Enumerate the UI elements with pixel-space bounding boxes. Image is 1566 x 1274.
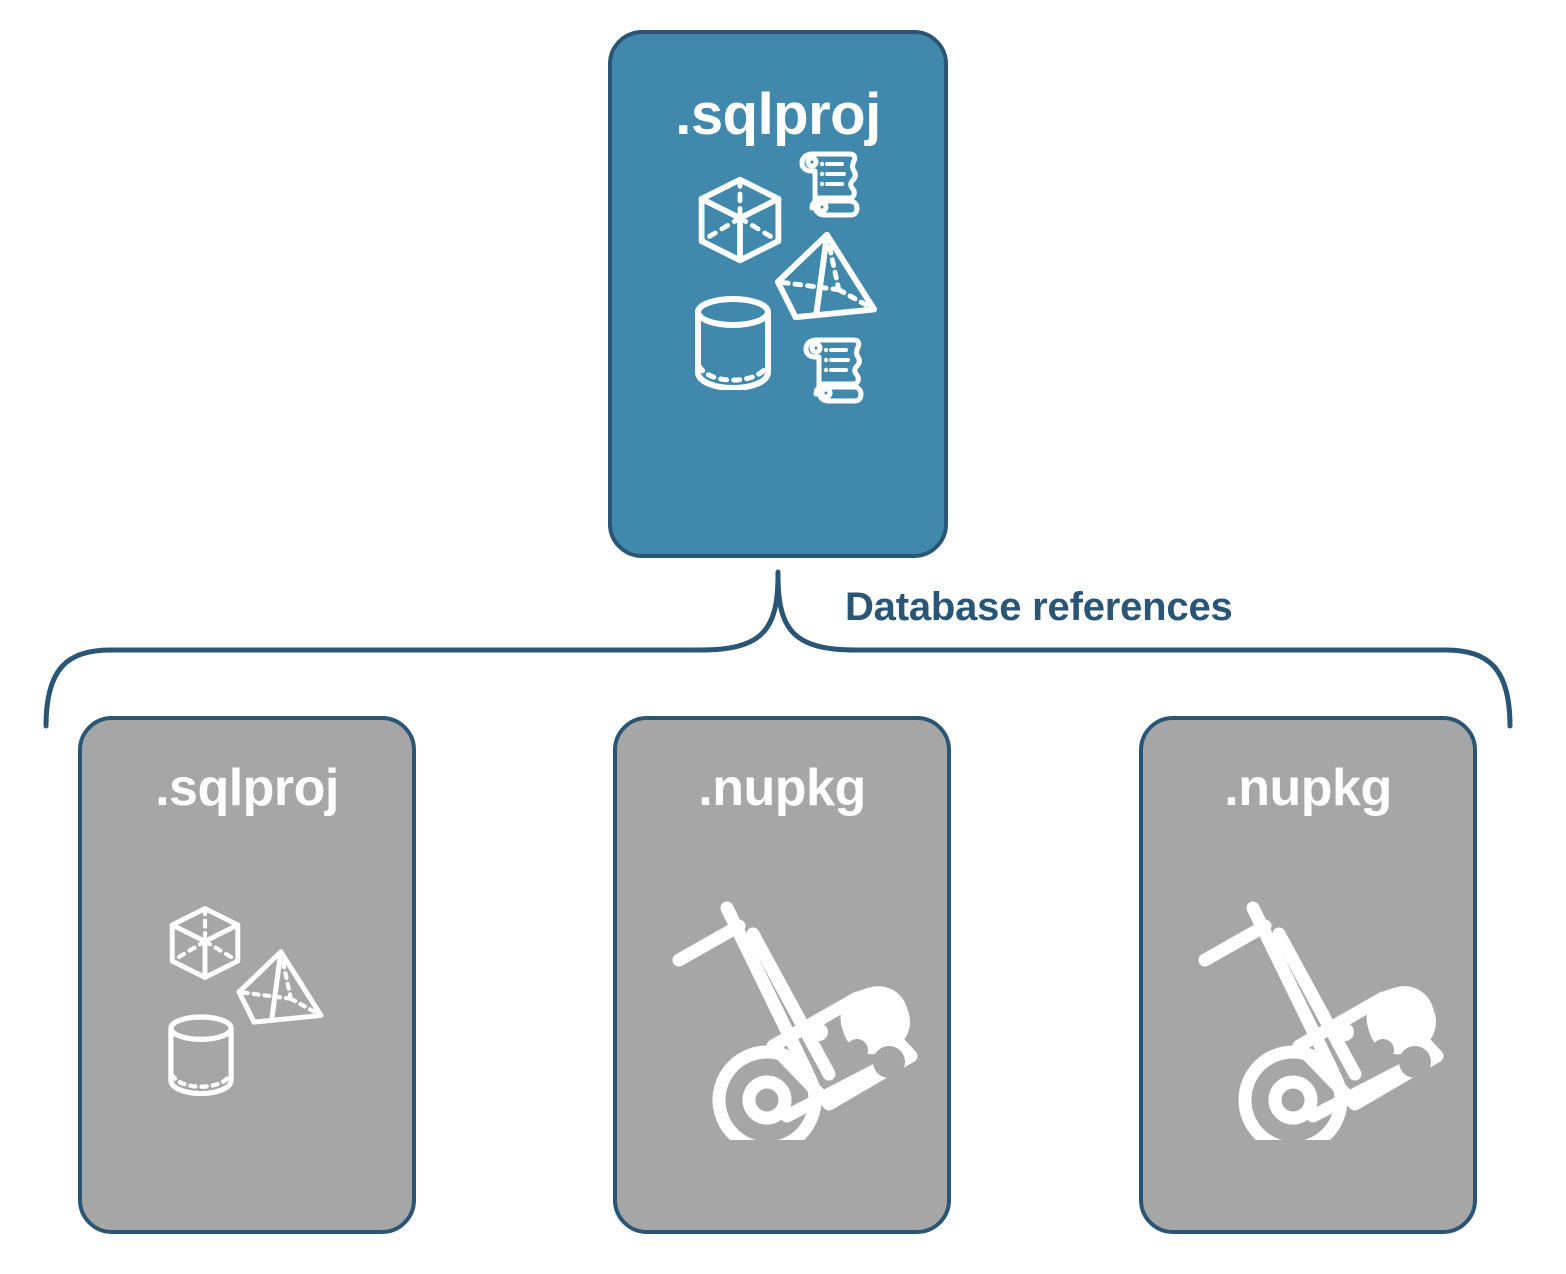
pyramid-icon: [234, 944, 326, 1030]
cube-icon: [692, 172, 788, 268]
cube-icon: [164, 902, 246, 984]
database-references-brace: [43, 569, 1513, 729]
node-title: .nupkg: [1224, 759, 1392, 817]
reference-icon-area: [82, 814, 412, 1230]
node-nupkg-reference-2[interactable]: .nupkg: [1139, 716, 1477, 1234]
pyramid-icon: [772, 226, 880, 326]
node-sqlproj-reference[interactable]: .sqlproj: [78, 716, 416, 1234]
script-scroll-icon: [794, 144, 866, 224]
node-sqlproj-root[interactable]: .sqlproj: [608, 30, 948, 558]
script-scroll-icon: [798, 330, 870, 410]
cylinder-icon: [164, 1012, 238, 1096]
node-title: .sqlproj: [155, 759, 339, 817]
reference-icon-area: [1143, 814, 1473, 1230]
connector-label: Database references: [845, 585, 1233, 629]
node-title: .sqlproj: [675, 82, 881, 147]
hand-truck-package-icon: [1187, 890, 1447, 1140]
cylinder-icon: [690, 294, 776, 390]
node-title: .nupkg: [698, 759, 866, 817]
hand-truck-package-icon: [661, 890, 921, 1140]
node-nupkg-reference-1[interactable]: .nupkg: [613, 716, 951, 1234]
reference-icon-area: [617, 814, 947, 1230]
root-icon-area: [612, 144, 944, 554]
